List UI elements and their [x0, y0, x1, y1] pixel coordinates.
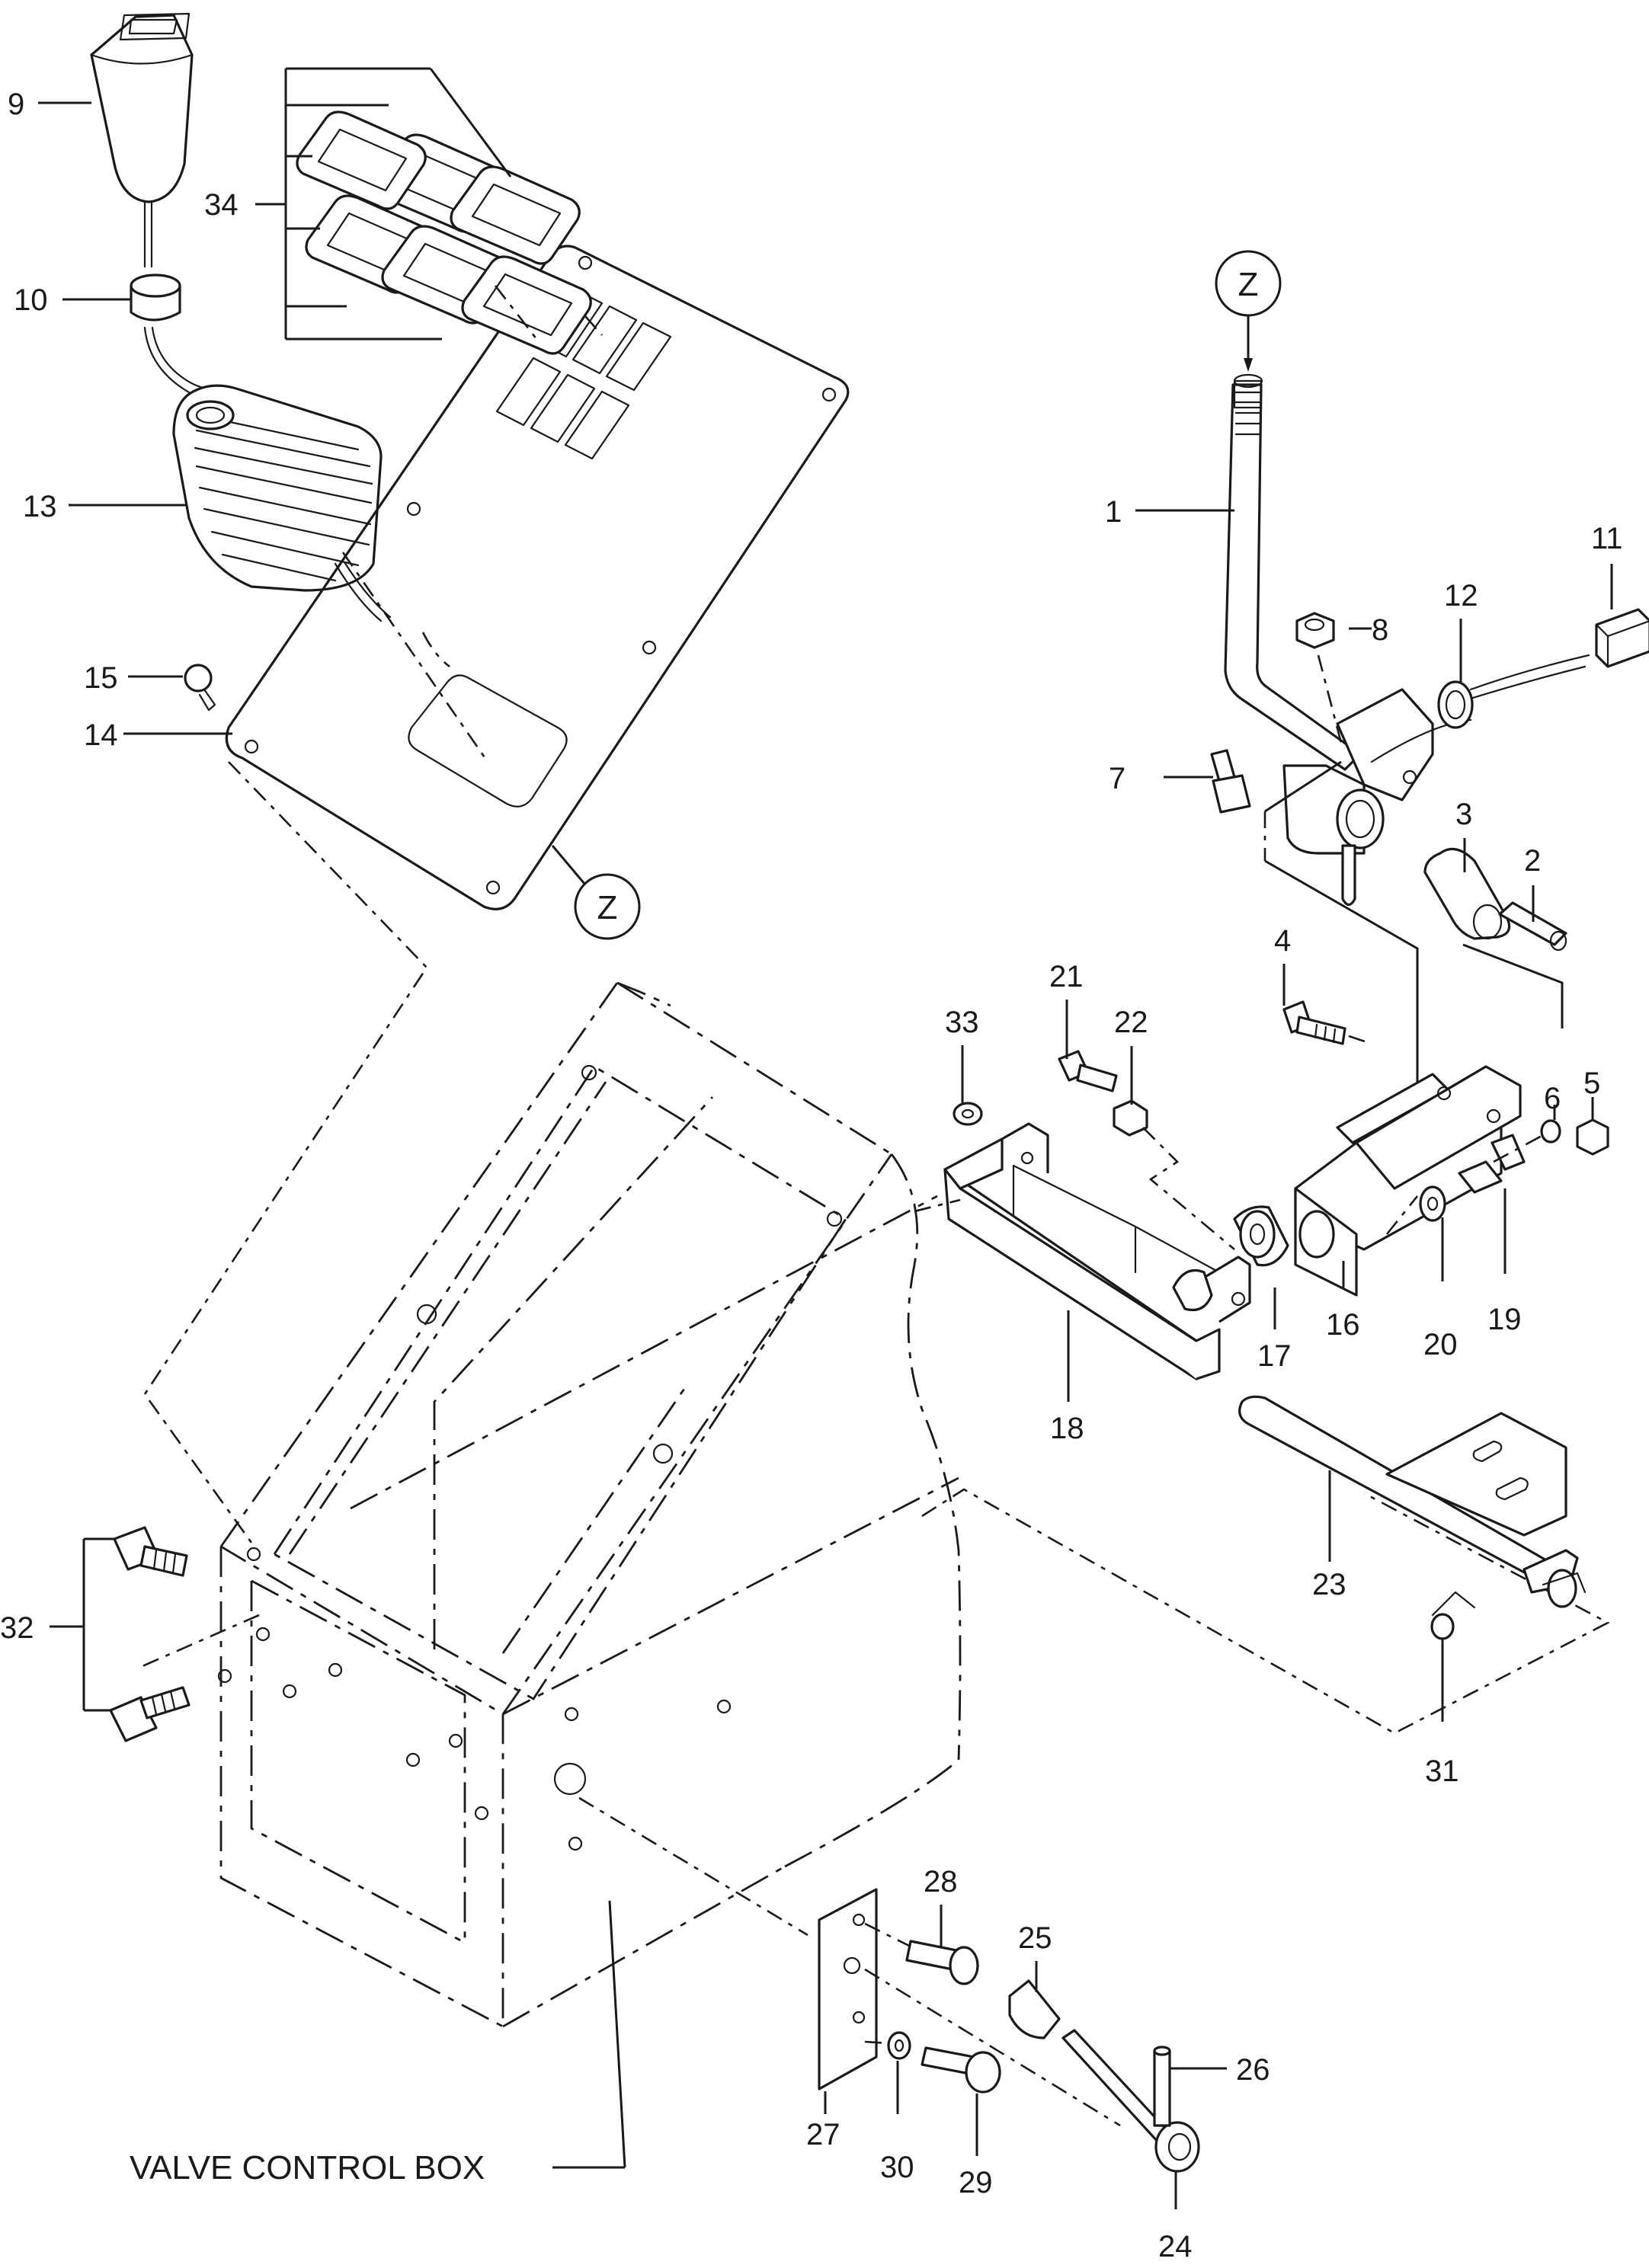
switch-group	[296, 110, 592, 355]
control-lever	[1224, 373, 1362, 771]
callout-2: 2	[1524, 844, 1541, 878]
control-knob	[90, 12, 194, 268]
callout-11: 11	[1591, 522, 1623, 555]
callout-8: 8	[1372, 613, 1388, 647]
screw-15	[184, 664, 216, 712]
callout-7: 7	[1109, 762, 1125, 795]
rubber-ring	[130, 274, 181, 321]
spacer-22	[1113, 1099, 1148, 1137]
clip-31	[1430, 1591, 1476, 1640]
caption-valve-control-box: VALVE CONTROL BOX	[130, 2149, 485, 2186]
bolt-7	[1210, 749, 1251, 814]
callout-26: 26	[1236, 2053, 1270, 2087]
callout-16: 16	[1326, 1308, 1360, 1342]
tip-25	[1008, 1979, 1061, 2039]
callout-24: 24	[1158, 2230, 1193, 2263]
bolt-28	[905, 1940, 979, 1985]
callout-21: 21	[1049, 960, 1084, 993]
callout-9: 9	[8, 88, 24, 121]
callout-3: 3	[1455, 798, 1472, 831]
callout-labels: 9 10 13 15 14 34 1 8 7 12 11 3 2 4 21 22…	[0, 88, 1623, 2263]
lever-frame-18	[943, 1122, 1251, 1380]
bolt-32-upper	[113, 1526, 188, 1577]
callout-18: 18	[1050, 1412, 1084, 1445]
svg-text:Z: Z	[1238, 266, 1259, 303]
shaft-23	[1238, 1395, 1587, 1608]
valve-control-box	[217, 981, 962, 2029]
callout-4: 4	[1274, 924, 1291, 958]
pivot-bracket-16	[1294, 1065, 1522, 1297]
callout-12: 12	[1444, 579, 1478, 613]
callout-15: 15	[84, 661, 118, 695]
bolt-4	[1282, 1000, 1346, 1045]
leader-34	[255, 67, 512, 341]
cable-clamp-12	[1437, 680, 1474, 729]
lever-arm-24	[1061, 2029, 1200, 2173]
pin-2	[1498, 901, 1567, 952]
svg-text:Z: Z	[597, 889, 618, 926]
nut-5	[1576, 1118, 1609, 1156]
sleeve-3	[1423, 847, 1511, 940]
callout-28: 28	[924, 1865, 958, 1899]
callout-leaders	[38, 101, 1613, 2209]
mounting-plate-27	[818, 1888, 878, 2090]
ring-6	[1540, 1119, 1561, 1144]
callout-17: 17	[1257, 1339, 1292, 1373]
washer-20	[1419, 1185, 1446, 1222]
callout-33: 33	[945, 1006, 979, 1039]
pin-26	[1153, 2046, 1171, 2127]
washer-33	[953, 1102, 983, 1126]
bolt-19	[1458, 1134, 1526, 1194]
connector-11	[1595, 608, 1649, 668]
rubber-boot	[172, 384, 383, 592]
callout-22: 22	[1114, 1006, 1148, 1039]
callout-6: 6	[1544, 1082, 1561, 1115]
callout-14: 14	[84, 718, 118, 752]
callout-32: 32	[0, 1611, 34, 1645]
washer-30	[887, 2031, 911, 2060]
callout-23: 23	[1312, 1568, 1346, 1601]
callout-31: 31	[1425, 1755, 1459, 1788]
callout-13: 13	[23, 490, 57, 523]
callout-29: 29	[959, 2166, 993, 2199]
nut-8	[1295, 612, 1335, 649]
bushing-17	[1233, 1205, 1289, 1267]
callout-5: 5	[1583, 1067, 1600, 1100]
callout-27: 27	[806, 2118, 841, 2151]
callout-1: 1	[1105, 495, 1122, 529]
callout-20: 20	[1423, 1328, 1458, 1361]
detail-marker-z-plate: Z	[551, 845, 641, 940]
bolt-32-lower	[109, 1686, 191, 1742]
detail-marker-z-top: Z	[1215, 250, 1282, 372]
callout-30: 30	[880, 2151, 914, 2184]
callout-19: 19	[1487, 1303, 1522, 1336]
callout-10: 10	[14, 283, 48, 317]
bolt-29	[921, 2046, 1001, 2094]
callout-34: 34	[204, 188, 239, 222]
callout-25: 25	[1018, 1921, 1052, 1955]
